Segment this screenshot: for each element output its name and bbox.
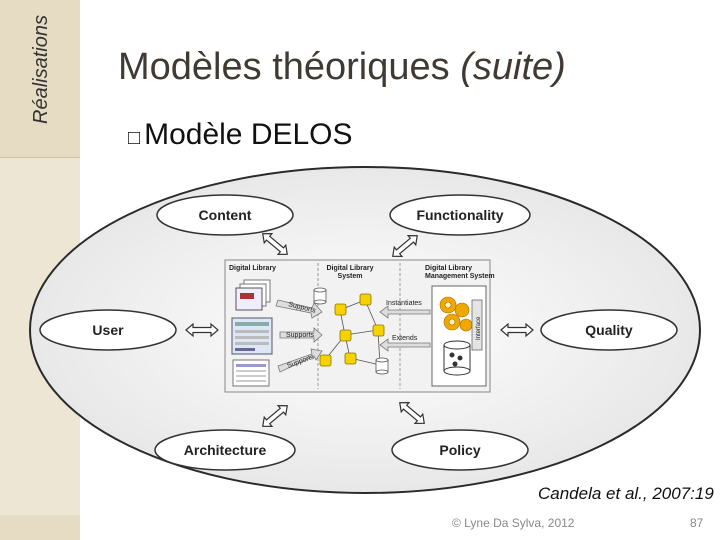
component-node (344, 352, 357, 365)
slide-title-suffix: (suite) (460, 46, 566, 88)
component-node (334, 303, 347, 316)
slide-title-main: Modèles théoriques (118, 46, 461, 88)
node-user-label: User (92, 322, 124, 338)
supports-arrow-bottom (277, 348, 323, 373)
node-policy-label: Policy (439, 442, 480, 458)
node-content-label: Content (199, 207, 252, 223)
supports-label-middle: Supports (286, 332, 315, 339)
instantiates-arrow (379, 305, 431, 319)
bullet-text: Modèle DELOS (144, 118, 353, 151)
node-functionality-label: Functionality (416, 207, 503, 223)
bullet-item: □Modèle DELOS (128, 118, 353, 152)
sidebar-bottom-panel (0, 515, 80, 540)
node-content: Content (156, 194, 294, 236)
instantiates-label: Instantiates (386, 300, 422, 307)
gears-icon (439, 296, 473, 332)
node-policy: Policy (391, 429, 529, 471)
interface-label: Interface (476, 316, 482, 340)
supports-arrow-middle (279, 327, 323, 343)
page-number: 87 (690, 516, 704, 530)
citation: Candela et al., 2007:19 (538, 484, 714, 503)
node-user: User (39, 309, 177, 351)
database-icon (375, 357, 389, 375)
node-architecture: Architecture (154, 429, 296, 471)
user-interface-thumbnail-icon (231, 317, 273, 355)
arrow-policy-center (399, 402, 425, 424)
component-node (339, 329, 352, 342)
content-thumbnail-icon (235, 279, 271, 311)
component-node (359, 293, 372, 306)
node-quality: Quality (540, 309, 678, 351)
node-quality-label: Quality (585, 322, 633, 338)
component-node (319, 354, 332, 367)
column-digital-library: Digital Library (229, 265, 276, 272)
report-thumbnail-icon (232, 359, 270, 387)
column-dls-line1: Digital Library (326, 265, 373, 272)
arrow-quality-center (500, 322, 534, 338)
database-icon (313, 287, 327, 305)
arrow-content-center (262, 233, 288, 255)
arrow-user-center (185, 322, 219, 338)
arrow-architecture-center (262, 405, 288, 427)
arrow-functionality-center (392, 235, 418, 257)
delos-diagram: Content Functionality User Quality Archi… (29, 166, 701, 494)
node-architecture-label: Architecture (184, 442, 267, 458)
central-figure: Digital Library Digital Library System D… (224, 259, 495, 393)
extends-label: Extends (392, 335, 418, 342)
slide-title: Modèles théoriques (suite) (118, 46, 566, 89)
column-dlms-line1: Digital Library (425, 265, 472, 272)
node-functionality: Functionality (389, 194, 531, 236)
supports-arrow-top (275, 299, 323, 319)
sidebar-top-panel (0, 0, 80, 158)
column-dls-line2: System (338, 273, 363, 280)
database-cylinder-icon (443, 340, 471, 376)
bullet-icon: □ (128, 127, 141, 149)
component-node (372, 324, 385, 337)
footer-author: © Lyne Da Sylva, 2012 (452, 516, 575, 530)
column-dlms-line2: Management System (425, 273, 495, 280)
extends-arrow (379, 338, 431, 352)
section-title: Réalisations (30, 15, 52, 124)
